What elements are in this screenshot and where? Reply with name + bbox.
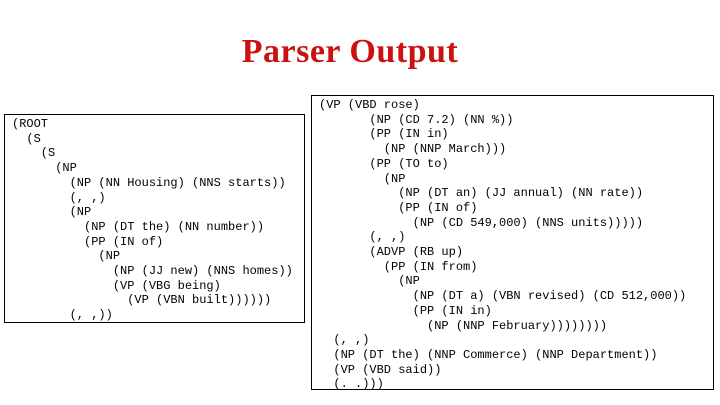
parse-output-box-left: (ROOT (S (S (NP (NP (NN Housing) (NNS st… <box>4 114 305 323</box>
page-title: Parser Output <box>241 33 459 70</box>
parse-output-box-right: (VP (VBD rose) (NP (CD 7.2) (NN %)) (PP … <box>311 95 714 390</box>
parse-tree-right: (VP (VBD rose) (NP (CD 7.2) (NN %)) (PP … <box>319 98 687 390</box>
parse-tree-left: (ROOT (S (S (NP (NP (NN Housing) (NNS st… <box>12 117 293 323</box>
